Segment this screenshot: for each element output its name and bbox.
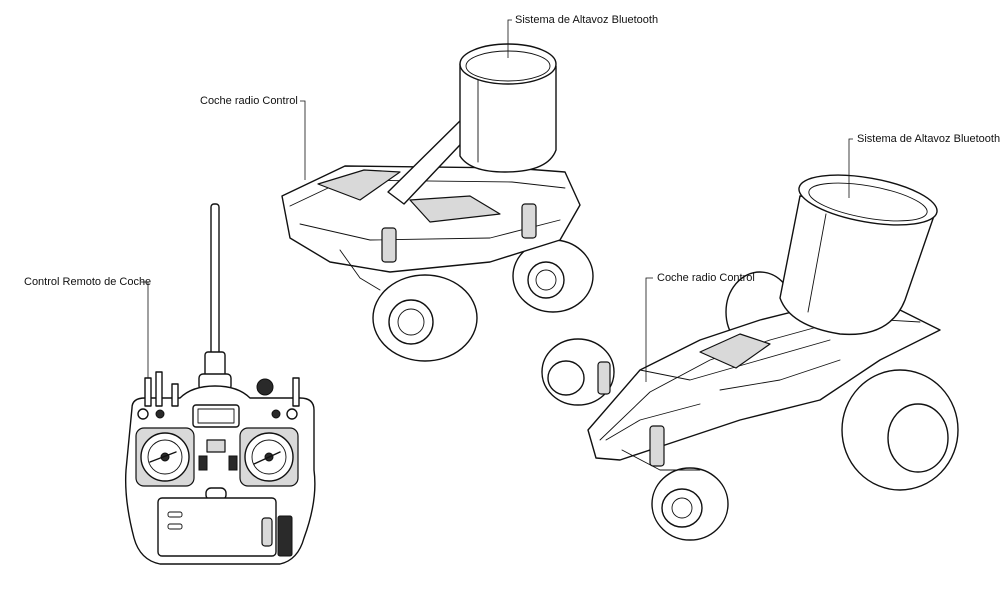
leader-car-top [300, 100, 306, 180]
label-car-top: Coche radio Control [200, 95, 306, 180]
label-remote-text: Control Remoto de Coche [24, 276, 151, 288]
remote-control-drawing [125, 203, 316, 565]
label-speaker-right: Sistema de Altavoz Bluetooth [848, 133, 1000, 198]
right-car-drawing [541, 174, 959, 541]
label-speaker-top: Sistema de Altavoz Bluetooth [507, 14, 658, 58]
leader-speaker-top [507, 19, 512, 58]
leader-car-right [645, 277, 653, 382]
leader-remote [141, 281, 149, 378]
label-remote: Control Remoto de Coche [24, 276, 151, 378]
label-car-right-text: Coche radio Control [657, 272, 755, 284]
label-car-right: Coche radio Control [645, 272, 755, 382]
label-speaker-right-text: Sistema de Altavoz Bluetooth [857, 133, 1000, 145]
leader-speaker-right [848, 138, 853, 198]
label-car-top-text: Coche radio Control [200, 95, 298, 107]
label-speaker-top-text: Sistema de Altavoz Bluetooth [515, 14, 658, 26]
top-car-drawing [281, 43, 594, 362]
